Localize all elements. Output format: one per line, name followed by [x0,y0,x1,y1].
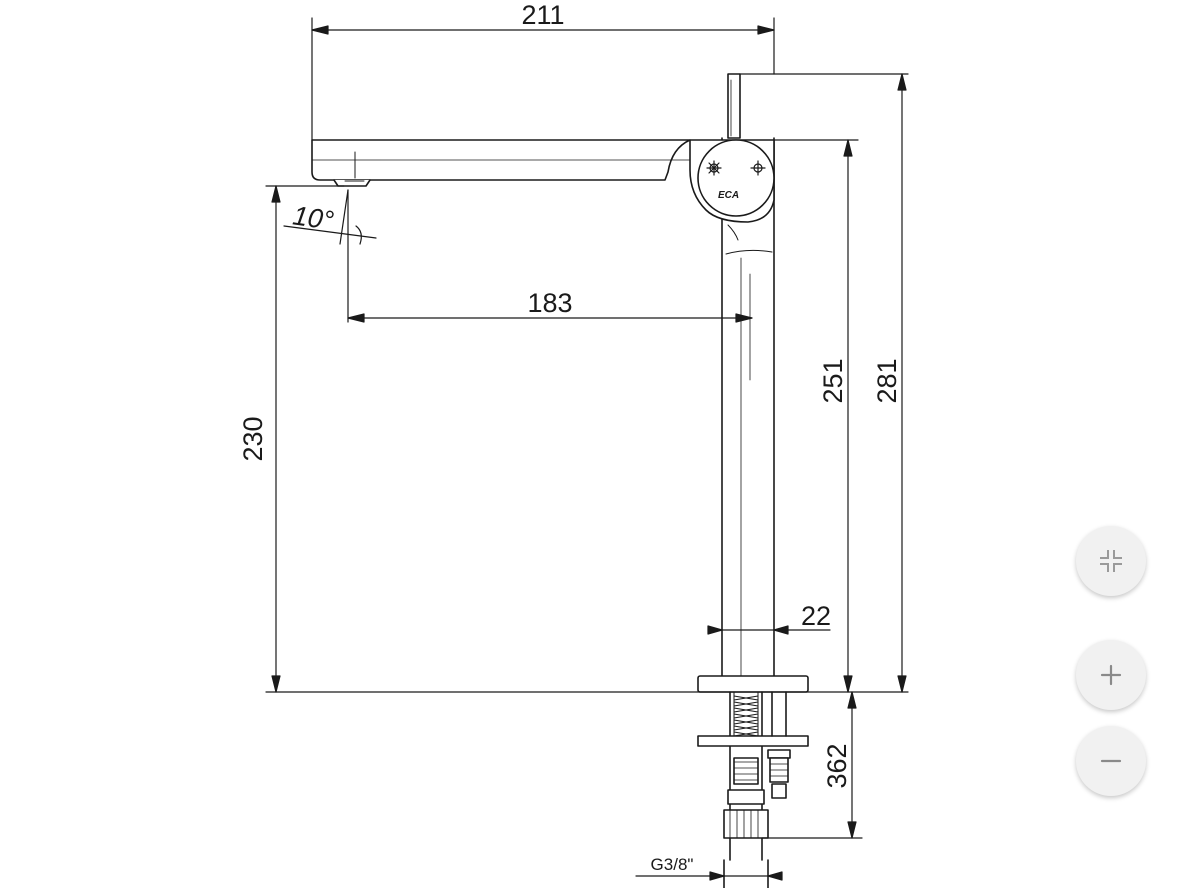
plus-icon [1100,664,1122,686]
temperature-markers [706,160,766,176]
base-plate [697,675,809,693]
dim-angle: 10° [291,200,336,235]
lever-handle [727,73,741,139]
dimension-lines [265,17,909,881]
minus-icon [1100,759,1122,763]
dim-spout-height: 230 [238,416,268,461]
zoom-out-button[interactable] [1076,726,1146,796]
fit-screen-button[interactable] [1076,526,1146,596]
base-assembly [697,675,809,888]
dim-base-diameter: 22 [801,601,831,631]
logo-disc [697,139,775,217]
dim-hose-length: 362 [822,743,852,788]
dim-overall-width: 211 [521,0,564,30]
fixing-bracket [697,735,809,747]
dim-total-height: 281 [872,358,902,403]
dim-connection: G3/8" [651,855,694,874]
dim-reach: 183 [527,288,572,318]
faucet-outline [311,73,775,677]
fit-screen-icon [1100,550,1122,572]
hose-nut [723,809,769,839]
body-column [721,137,775,677]
zoom-in-button[interactable] [1076,640,1146,710]
brand-mark: ECA [718,190,739,201]
dim-body-height: 251 [818,358,848,403]
